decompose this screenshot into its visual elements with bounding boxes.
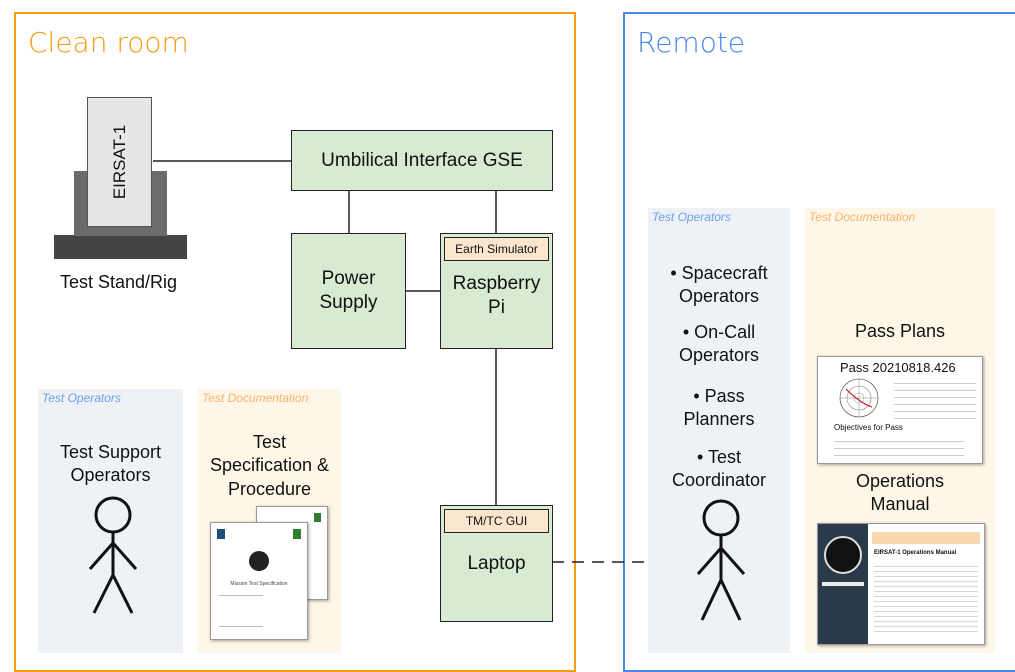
pass-objectives-table	[834, 435, 964, 457]
raspberry-pi-label: Raspberry Pi	[452, 273, 541, 318]
raspberry-pi-box: Earth Simulator Raspberry Pi	[440, 233, 553, 349]
laptop-label: Laptop	[467, 553, 526, 574]
operations-manual-document: EIRSAT-1 Operations Manual	[817, 523, 985, 645]
earth-simulator-box: Earth Simulator	[444, 237, 549, 261]
tmtc-gui-box: TM/TC GUI	[444, 509, 549, 533]
pass-plans-title: Pass Plans	[854, 321, 946, 341]
manual-warning-bar	[872, 532, 980, 544]
doc-logo-icon	[314, 513, 321, 522]
clean-operators-panel: Test Operators Test Support Operators	[38, 389, 183, 653]
pass-objectives-heading: Objectives for Pass	[834, 423, 903, 432]
umbilical-gse-box: Umbilical Interface GSE	[291, 130, 553, 191]
manual-sidebar	[818, 524, 868, 644]
pass-plan-title: Pass 20210818.426	[840, 360, 956, 375]
clean-docs-label: Test Documentation	[202, 391, 309, 405]
remote-title: Remote	[637, 26, 746, 59]
pass-times-table	[894, 377, 976, 419]
manual-search-field	[822, 582, 864, 586]
remote-operators-panel: Test Operators • Spacecraft Operators • …	[648, 208, 790, 653]
stick-figure-icon	[696, 499, 746, 621]
power-supply-box: Power Supply	[291, 233, 406, 349]
doc-crest-icon	[217, 529, 225, 539]
remote-operator-item: • Pass Planners	[683, 386, 755, 430]
clean-room-title: Clean room	[28, 26, 189, 59]
test-stand-base	[54, 235, 187, 259]
satellite-box: EIRSAT-1	[87, 97, 152, 227]
pass-polar-plot-icon	[839, 378, 879, 418]
satellite-label: EIRSAT-1	[109, 124, 129, 200]
connection-lines	[153, 160, 696, 563]
stick-figure-icon	[88, 496, 138, 614]
remote-operator-item: • Spacecraft Operators	[670, 263, 768, 307]
remote-operators-label: Test Operators	[652, 210, 731, 224]
manual-logo-icon	[824, 536, 862, 574]
clean-operators-label: Test Operators	[42, 391, 121, 405]
operations-manual-title: Operations Manual	[855, 471, 945, 515]
remote-docs-panel: Test Documentation Pass Plans Pass 20210…	[805, 208, 995, 653]
clean-docs-text: Test Specification & Procedure	[209, 432, 330, 499]
remote-operator-item: • On-Call Operators	[678, 322, 760, 366]
pass-plan-document: Pass 20210818.426 Objectives for Pass	[817, 356, 983, 464]
doc-seal-icon	[249, 551, 269, 571]
manual-body-text	[874, 562, 978, 632]
clean-operators-text: Test Support Operators	[59, 442, 162, 486]
laptop-box: TM/TC GUI Laptop	[440, 505, 553, 622]
remote-operator-item: • Test Coordinator	[671, 447, 767, 491]
test-specification-document: Mission Test Specification	[210, 522, 308, 640]
remote-docs-label: Test Documentation	[809, 210, 916, 224]
clean-docs-panel: Test Documentation Test Specification & …	[198, 389, 341, 653]
manual-heading: EIRSAT-1 Operations Manual	[874, 550, 957, 556]
doc-table	[219, 595, 263, 627]
doc-caption: Mission Test Specification	[230, 581, 288, 587]
test-stand-label: Test Stand/Rig	[60, 272, 178, 292]
doc-logo-icon	[293, 529, 301, 539]
